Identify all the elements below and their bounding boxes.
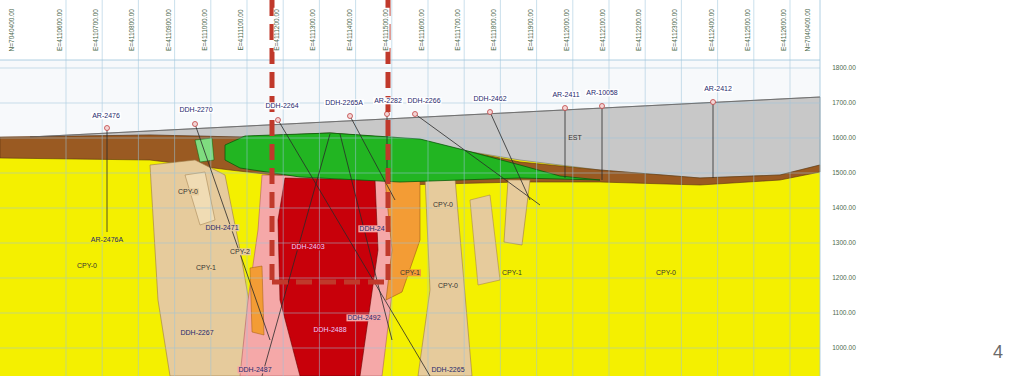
breccia xyxy=(250,266,264,335)
dike xyxy=(470,195,500,285)
drill-hole-label: AR-10058 xyxy=(585,89,619,96)
easting-label: E=4111600.00 xyxy=(419,8,426,52)
unit-label: EST xyxy=(567,134,583,141)
easting-label: E=4112500.00 xyxy=(744,8,751,52)
easting-label: E=4111800.00 xyxy=(491,8,498,52)
zone-label: CPY-0 xyxy=(76,262,98,269)
easting-label: E=4112600.00 xyxy=(781,8,788,52)
easting-label: E=4112100.00 xyxy=(600,8,607,52)
elevation-label: 1200.00 xyxy=(831,275,857,282)
northing-label: N=7040400.00 xyxy=(805,8,812,53)
easting-label: E=4110900.00 xyxy=(165,8,172,52)
drill-hole-label: AR-2282 xyxy=(373,97,403,104)
zone-label: CPY-0 xyxy=(655,269,677,276)
drill-hole-label: DDH-2471 xyxy=(204,224,239,231)
drill-hole-label: AR-2411 xyxy=(551,91,580,98)
elevation-label: 1800.00 xyxy=(831,65,857,72)
easting-label: E=4111000.00 xyxy=(201,8,208,52)
drill-holes xyxy=(107,102,713,376)
easting-label: E=4111700.00 xyxy=(455,8,462,52)
elevation-label: 1600.00 xyxy=(831,135,857,142)
porphyry xyxy=(240,175,396,376)
drill-hole-label: DDH-2267 xyxy=(179,329,214,336)
easting-label: E=4112300.00 xyxy=(672,8,679,52)
highlight-outline xyxy=(272,0,388,282)
drill-hole-label: DDH-2265A xyxy=(324,99,364,106)
drill-hole-label: DDH-2265 xyxy=(430,366,465,373)
drill-hole-label: DDH-2403 xyxy=(290,243,325,250)
drill-hole-label: AR-2476 xyxy=(91,112,121,119)
drill-hole-label: DDH-2462 xyxy=(472,95,507,102)
drill-hole-label: DDH-2264 xyxy=(264,102,299,109)
easting-label: E=4112200.00 xyxy=(636,8,643,52)
easting-label: E=4111500.00 xyxy=(382,8,389,52)
zone-label: CPY-0 xyxy=(177,188,199,195)
zone-label: CPY-1 xyxy=(399,269,421,276)
easting-label: E=4110700.00 xyxy=(93,8,100,52)
dike xyxy=(504,180,530,245)
easting-label: E=4112400.00 xyxy=(708,8,715,52)
easting-label: E=4110800.00 xyxy=(129,8,136,52)
elevation-label: 1300.00 xyxy=(831,240,857,247)
grid-border xyxy=(0,60,820,61)
drill-hole-label: DDH-2487 xyxy=(237,366,272,373)
elevation-label: 1100.00 xyxy=(831,310,856,317)
zone-label: CPY-0 xyxy=(437,282,459,289)
drill-hole-label: DDH-2266 xyxy=(406,97,441,104)
easting-label: E=4111200.00 xyxy=(274,8,281,52)
elevation-label: 1700.00 xyxy=(831,100,857,107)
leached-cap xyxy=(0,133,820,185)
easting-label: E=4110600.00 xyxy=(57,8,64,52)
drill-hole-label: AR-2412 xyxy=(703,85,733,92)
page-number: 4 xyxy=(992,343,1004,362)
drill-hole-label: DDH-2488 xyxy=(312,326,347,333)
grid-border xyxy=(820,0,821,376)
topography xyxy=(30,97,820,137)
easting-label: E=4112000.00 xyxy=(563,8,570,52)
zone-label: CPY-2 xyxy=(229,248,251,255)
elevation-label: 1500.00 xyxy=(831,170,857,177)
drill-hole-label: DDH-2492 xyxy=(346,314,381,321)
zone-label: CPY-1 xyxy=(195,264,217,271)
drill-hole-label: AR-2476A xyxy=(90,236,124,243)
easting-label: E=4111100.00 xyxy=(238,8,245,51)
supergene-blanket xyxy=(225,133,600,182)
zone-label: CPY-0 xyxy=(432,201,454,208)
elevation-label: 1400.00 xyxy=(831,205,857,212)
drill-hole-label: DDH-2270 xyxy=(178,106,213,113)
easting-label: E=4111400.00 xyxy=(346,8,353,52)
northing-label: N=7040400.00 xyxy=(9,8,16,53)
elevation-label: 1000.00 xyxy=(831,345,857,352)
section-ground xyxy=(0,60,820,376)
zone-label: CPY-1 xyxy=(501,269,523,276)
easting-label: E=4111900.00 xyxy=(527,8,534,52)
easting-label: E=4111300.00 xyxy=(310,8,317,52)
grid xyxy=(0,0,820,376)
drill-hole-label: DDH-24 xyxy=(358,225,385,232)
